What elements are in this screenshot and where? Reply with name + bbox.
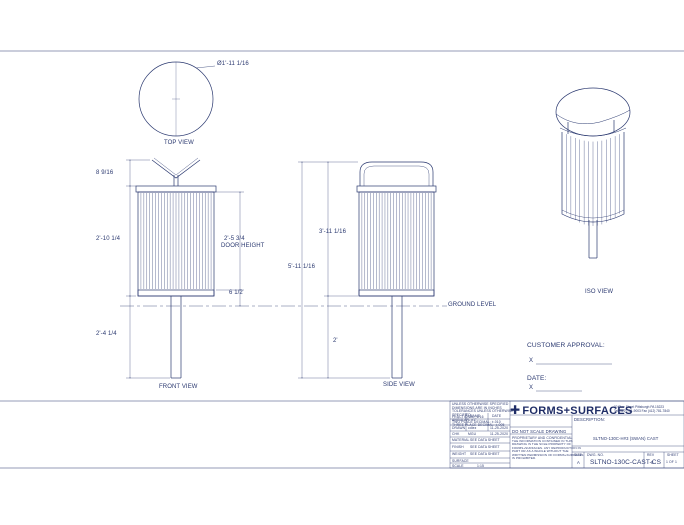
rev-value: 0 — [651, 460, 654, 465]
top-view-label: TOP VIEW — [164, 140, 194, 146]
title-block-grid — [449, 400, 684, 469]
customer-approval-x: X — [529, 358, 534, 364]
checked-name: MGU — [468, 432, 477, 436]
grid-header-date: DATE — [492, 414, 502, 418]
drawn-name: cdiez — [468, 426, 477, 430]
company-address: 30 Pine Street Pittsburgh PA 15223 Tel (… — [614, 405, 670, 413]
tolerance-note-1: UNLESS OTHERWISE SPECIFIED — [452, 402, 509, 406]
weight-label: WEIGHT — [452, 452, 467, 456]
front-top-dimension: 8 9/16 — [96, 170, 114, 176]
do-not-scale-note: DO NOT SCALE DRAWING — [512, 429, 567, 434]
tolerance-note-4: SPECIFIED: — [452, 412, 472, 417]
front-body-dimension: 2'-10 1/4 — [96, 236, 121, 242]
side-view-drawing — [356, 161, 437, 379]
tolerance-note-6: ANGULAR: ±1° — [452, 417, 477, 422]
front-view-drawing — [135, 157, 217, 379]
door-height-value: 2'-5 3/4 — [224, 236, 245, 242]
address-line-1: 30 Pine Street Pittsburgh PA 15223 — [614, 405, 664, 409]
tolerance-note-3: TOLERANCES UNLESS OTHERWISE — [452, 409, 514, 413]
tolerance-note-7: TWO PLACE DECIMAL: ±.010 — [452, 420, 501, 424]
ground-level-label: GROUND LEVEL — [448, 302, 497, 308]
tolerance-note-2: DIMENSIONS ARE IN INCHES — [452, 405, 502, 410]
date-label: DATE: — [527, 375, 547, 382]
finish-label: FINISH — [452, 445, 464, 449]
description-label: DESCRIPTION: — [574, 417, 605, 422]
door-bottom-dimension: 6 1/2 — [229, 290, 243, 296]
proprietary-line-6: IS PROHIBITED. — [512, 456, 537, 460]
door-height-label: DOOR HEIGHT — [221, 243, 265, 249]
cross-icon: ✚ — [510, 403, 521, 417]
scale-label: SCALE — [452, 464, 464, 468]
front-view-label: FRONT VIEW — [159, 384, 198, 390]
date-x: X — [529, 385, 534, 391]
proprietary-title: PROPRIETARY AND CONFIDENTIAL — [512, 436, 573, 440]
side-body-dimension: 3'-11 1/16 — [319, 229, 347, 235]
tolerance-note-5: FRACTIONAL: 1/16 — [452, 415, 484, 419]
material-label: MATERIAL — [452, 438, 470, 442]
tolerance-note-8: THREE PLACE DECIMAL: ±.005 — [452, 422, 505, 427]
rev-label: REV — [647, 453, 655, 457]
customer-approval-label: CUSTOMER APPROVAL: — [527, 342, 605, 349]
side-overall-dimension: 5'-11 1/16 — [288, 264, 316, 270]
dimension-lines — [126, 159, 390, 379]
proprietary-line-1: THE INFORMATION CONTAINED IN THIS — [512, 439, 573, 443]
checked-date: 11-25-2020 — [490, 432, 509, 436]
forms-surfaces-logo: ✚FORMS+SURFACES — [510, 403, 633, 417]
side-post-dimension: 2' — [333, 338, 338, 344]
iso-view-drawing — [555, 87, 631, 259]
sheet-value: 1 OF 1 — [666, 460, 677, 464]
proprietary-line-2: DRAWING IS THE SOLE PROPERTY OF — [512, 442, 571, 447]
approval-lines — [536, 363, 612, 392]
size-label: SIZE — [574, 453, 582, 457]
top-diameter-dimension: Ø1'-11 1/16 — [217, 61, 249, 67]
brand-name: FORMS+SURFACES — [522, 405, 633, 417]
surface-label: SURFACE — [452, 459, 469, 463]
grid-header-name: NAME — [470, 414, 481, 418]
dwg-no-value: SLTNO-130C-CAST-CS — [590, 459, 662, 466]
iso-view-label: ISO VIEW — [585, 289, 614, 295]
scale-value: 1:15 — [477, 464, 484, 468]
proprietary-line-4: PART OR AS A WHOLE WITHOUT THE — [512, 449, 569, 454]
description-value: SLTNO-130C-H#3 (SWAN) CAST — [593, 436, 659, 441]
side-view-label: SIDE VIEW — [383, 382, 415, 388]
weight-value: SEE DATA SHEET — [470, 452, 500, 456]
top-view-drawing — [138, 61, 216, 137]
proprietary-line-3: FORMS+SURFACES. ANY REPRODUCTION IN — [512, 445, 581, 450]
sheet-label: SHEET — [667, 453, 679, 457]
drawn-label: DRAWN — [452, 426, 466, 430]
proprietary-line-5: WRITTEN PERMISSION OF FORMS+SURFACES — [512, 452, 584, 457]
finish-value: SEE DATA SHEET — [470, 445, 500, 449]
front-post-dimension: 2'-4 1/4 — [96, 331, 117, 337]
drawn-date: 11-25-2020 — [490, 426, 509, 430]
dwg-no-label: DWG. NO. — [587, 453, 604, 457]
address-line-2: Tel (412) 781-9003 Fax (412) 781-7840 — [614, 409, 670, 413]
material-value: SEE DATA SHEET — [470, 438, 500, 442]
checked-label: CHK — [452, 432, 460, 436]
size-value: A — [577, 460, 580, 465]
